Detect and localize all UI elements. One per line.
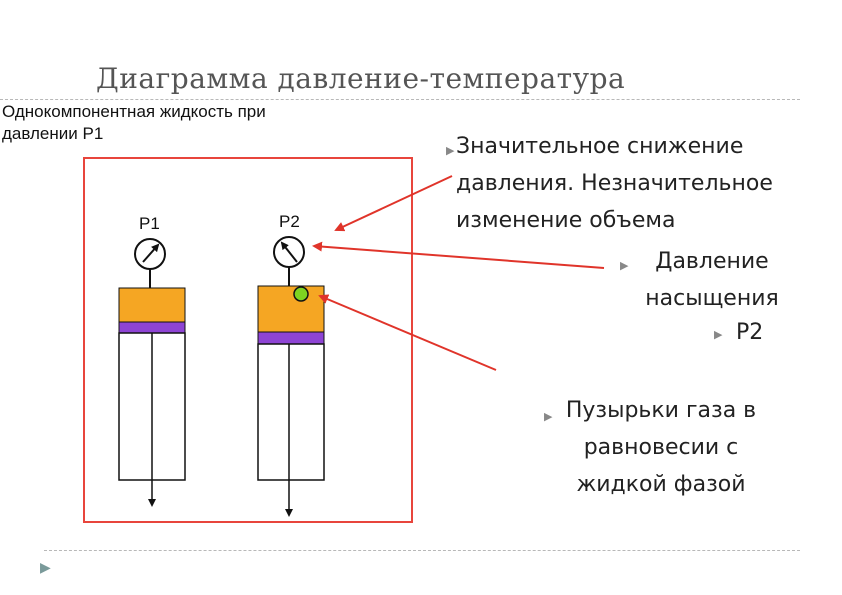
bullet-arrow-icon: ▶ xyxy=(544,410,553,423)
note-bubbles: ▶ Пузырьки газа в равновесии с жидкой фа… xyxy=(544,392,770,503)
gauge-p2-label: P2 xyxy=(279,212,300,231)
gauge-p1-label: P1 xyxy=(139,214,160,233)
diagram-frame xyxy=(83,157,413,523)
cylinder-p2: P2 xyxy=(257,212,325,517)
piston-p1 xyxy=(118,321,186,334)
title-divider xyxy=(0,99,800,100)
note-pressure-drop: ▶ Значительное снижение давления. Незнач… xyxy=(446,128,826,239)
pointer-arrow-pressure-drop xyxy=(334,175,453,232)
note-pressure-drop-text: Значительное снижение давления. Незначит… xyxy=(456,134,773,233)
subtitle: Однокомпонентная жидкость при давлении P… xyxy=(2,102,266,143)
note-bubbles-text: Пузырьки газа в равновесии с жидкой фазо… xyxy=(565,398,757,497)
note-p2-text: P2 xyxy=(736,320,764,345)
bullet-arrow-icon: ▶ xyxy=(446,144,455,157)
page-title: Диаграмма давление-температура xyxy=(96,62,626,95)
bullet-arrow-icon: ▶ xyxy=(714,328,723,341)
footer-divider xyxy=(44,550,800,551)
bullet-arrow-icon: ▶ xyxy=(620,259,629,272)
liquid-p1 xyxy=(118,287,186,323)
pointer-arrow-saturation xyxy=(312,241,605,269)
cylinder-body-p2 xyxy=(257,343,325,481)
piston-p2 xyxy=(257,331,325,345)
pointer-arrow-bubbles xyxy=(318,294,497,371)
note-saturation: ▶ Давление насыщения xyxy=(620,243,790,317)
gas-bubble-icon xyxy=(293,286,309,302)
cylinder-p1: P1 xyxy=(118,214,186,507)
slide-nav-arrow-icon: ▶ xyxy=(40,560,51,576)
note-saturation-text: Давление насыщения xyxy=(645,249,779,311)
note-p2: ▶ P2 xyxy=(714,318,763,348)
liquid-p2 xyxy=(257,285,325,333)
